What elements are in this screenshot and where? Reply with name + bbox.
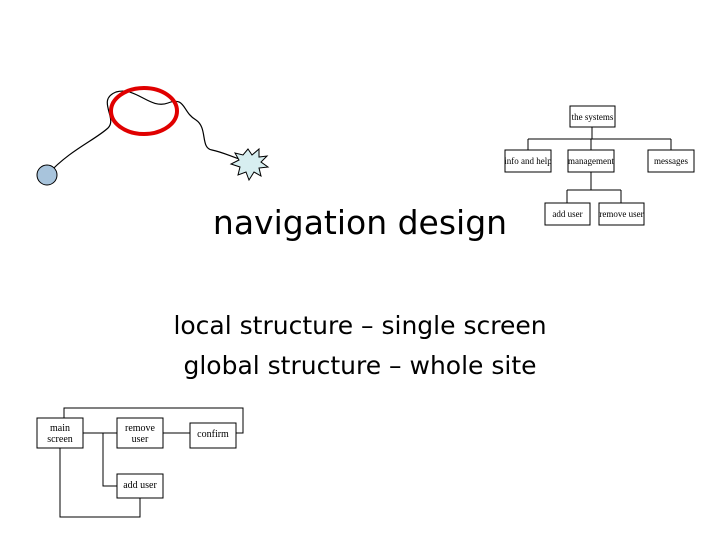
subtitle-global-structure: global structure – whole site [110,351,610,380]
tree-label-root: the systems [570,112,615,122]
tree-label-management: management [566,156,616,166]
tree-label-add-user: add user [545,209,590,219]
flow-label-remove: remove user [118,423,162,445]
slide-title: navigation design [160,203,560,242]
flow-label-main: main screen [38,423,82,445]
flow-label-confirm: confirm [190,429,236,440]
tree-label-info-help: info and help [503,156,553,166]
flow-label-add: add user [117,480,163,491]
highlight-circle-icon [111,88,177,134]
burst-icon [231,149,268,180]
subtitle-local-structure: local structure – single screen [110,311,610,340]
start-node-icon [37,165,57,185]
tree-label-messages: messages [646,156,696,166]
tree-label-remove-user: remove user [597,209,646,219]
